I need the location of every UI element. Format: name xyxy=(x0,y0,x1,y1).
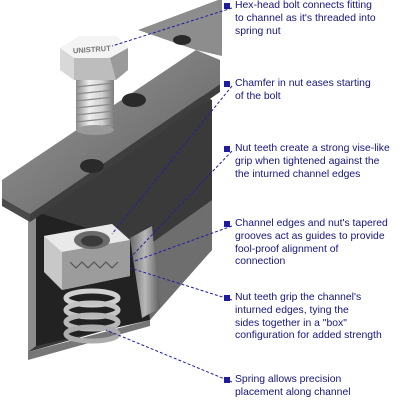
callout-spring: Spring allows precision placement along … xyxy=(224,374,402,400)
callout-line: Spring allows precision xyxy=(235,374,342,385)
callout-line: to channel as it's threaded into xyxy=(235,12,376,24)
leader-line xyxy=(131,225,233,263)
bullet-icon xyxy=(224,3,230,9)
callout-line: grip when tightened against the xyxy=(235,155,380,167)
callout-line: configuration for added strength xyxy=(235,330,382,342)
callout-line: connection xyxy=(235,256,286,268)
leader-line xyxy=(111,7,233,47)
callout-channel-edges: Channel edges and nut's tapered grooves … xyxy=(224,218,402,269)
spring-nut xyxy=(44,224,130,290)
callout-line: Chamfer in nut eases starting xyxy=(235,78,371,89)
callout-line: the inturned channel edges xyxy=(235,168,361,180)
bullet-icon xyxy=(224,146,230,152)
leader-lines xyxy=(105,7,233,383)
channel-hole xyxy=(80,159,104,173)
callout-nut-teeth-grip: Nut teeth create a strong vise-like grip… xyxy=(224,143,402,181)
callout-line: of the bolt xyxy=(235,90,281,102)
callout-line: Channel edges and nut's tapered xyxy=(235,218,388,229)
callout-chamfer: Chamfer in nut eases starting of the bol… xyxy=(224,78,402,104)
callout-line: grooves act as guides to provide xyxy=(235,230,385,242)
channel-hole xyxy=(122,93,146,107)
callout-hex-bolt: Hex-head bolt connects fitting to channe… xyxy=(224,0,402,38)
callout-line: Nut teeth grip the channel's xyxy=(235,292,362,303)
callout-line: Nut teeth create a strong vise-like xyxy=(235,143,390,154)
channel-hole xyxy=(173,35,191,45)
callout-line: Hex-head bolt connects fitting xyxy=(235,0,372,11)
callout-box-configuration: Nut teeth grip the channel's inturned ed… xyxy=(224,292,402,343)
leader-line xyxy=(105,329,233,383)
callout-line: fool-proof alignment of xyxy=(235,243,339,255)
callout-line: inturned edges, tying the xyxy=(235,304,349,316)
bullet-icon xyxy=(224,295,230,301)
hex-bolt: UNISTRUT xyxy=(60,36,128,135)
spring xyxy=(63,288,121,344)
callout-line: placement along channel xyxy=(235,386,351,398)
bullet-icon xyxy=(224,377,230,383)
bullet-icon xyxy=(224,221,230,227)
bolt-head-stamp: UNISTRUT xyxy=(73,44,112,56)
callout-line: spring nut xyxy=(235,25,281,37)
callout-line: sides together in a "box" xyxy=(235,317,347,329)
leader-line xyxy=(111,85,233,235)
bullet-icon xyxy=(224,81,230,87)
leader-line xyxy=(129,267,233,301)
